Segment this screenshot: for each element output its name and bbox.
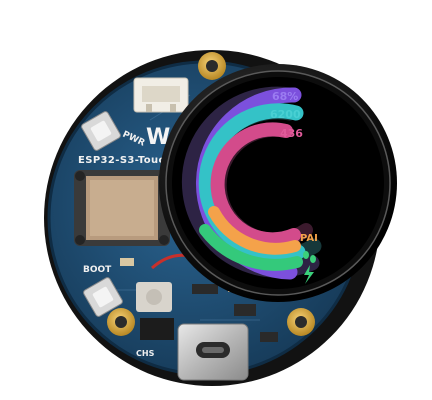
footprints-icon [303, 251, 316, 263]
pai-label: PAI [300, 233, 318, 244]
calories-value: 436 [280, 127, 303, 140]
boot-button[interactable] [83, 277, 124, 318]
battery-percent: 68% [272, 90, 298, 103]
mounting-hole-right [287, 308, 315, 336]
camera-module [74, 170, 170, 246]
mounting-hole-left [107, 308, 135, 336]
boot-label: BOOT [83, 265, 112, 275]
battery-connector [133, 77, 189, 113]
lightning-icon [304, 265, 314, 284]
activity-rings [181, 86, 322, 280]
chs-label: CHS [136, 349, 155, 358]
pwr-button[interactable] [81, 111, 122, 152]
usb-c-port [177, 323, 249, 381]
steps-value: 6200 [270, 108, 301, 121]
model-silkscreen: ESP32-S3-Touch-LC [78, 155, 191, 166]
mounting-hole-top [198, 52, 226, 80]
